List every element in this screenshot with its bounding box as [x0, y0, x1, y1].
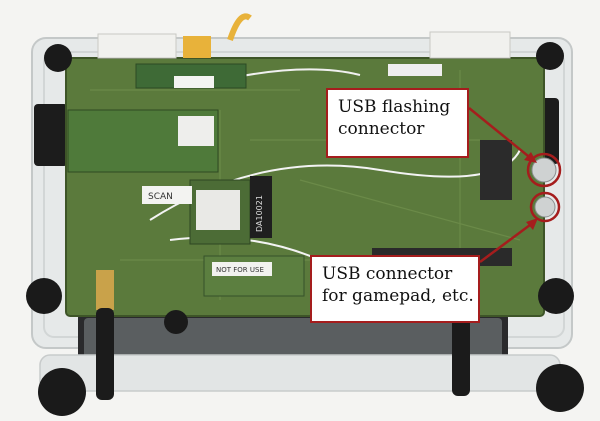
usb-gamepad-port — [534, 196, 556, 218]
flashing-port-ring — [526, 152, 562, 188]
callout-line: for gamepad, etc. — [322, 286, 474, 306]
sma-connector — [96, 270, 114, 310]
flashing-arrow — [468, 107, 534, 161]
ram-chip — [480, 140, 512, 200]
callout-line: connector — [338, 119, 425, 139]
module-sticker — [178, 116, 214, 146]
left-antenna — [96, 308, 114, 400]
gamepad-arrow — [479, 220, 535, 264]
dimm-slot-label — [250, 176, 272, 238]
scan-sticker — [142, 186, 192, 204]
gamepad-port-ring — [529, 191, 561, 223]
top-connectors — [97, 13, 511, 76]
usb-flashing-callout: USB flashing connector — [326, 88, 469, 158]
usb-flashing-port — [531, 157, 557, 183]
right-antenna — [452, 306, 470, 396]
usb-gamepad-callout: USB connector for gamepad, etc. — [310, 255, 480, 323]
small-board-label: NOT FOR USE — [216, 266, 264, 274]
callout-line: USB connector — [322, 264, 453, 284]
rubber-feet — [26, 42, 584, 416]
chip-label: DA10021 — [255, 195, 264, 232]
left-speaker — [34, 104, 68, 166]
callout-line: USB flashing — [338, 97, 451, 117]
module-label: SCAN — [148, 192, 173, 202]
